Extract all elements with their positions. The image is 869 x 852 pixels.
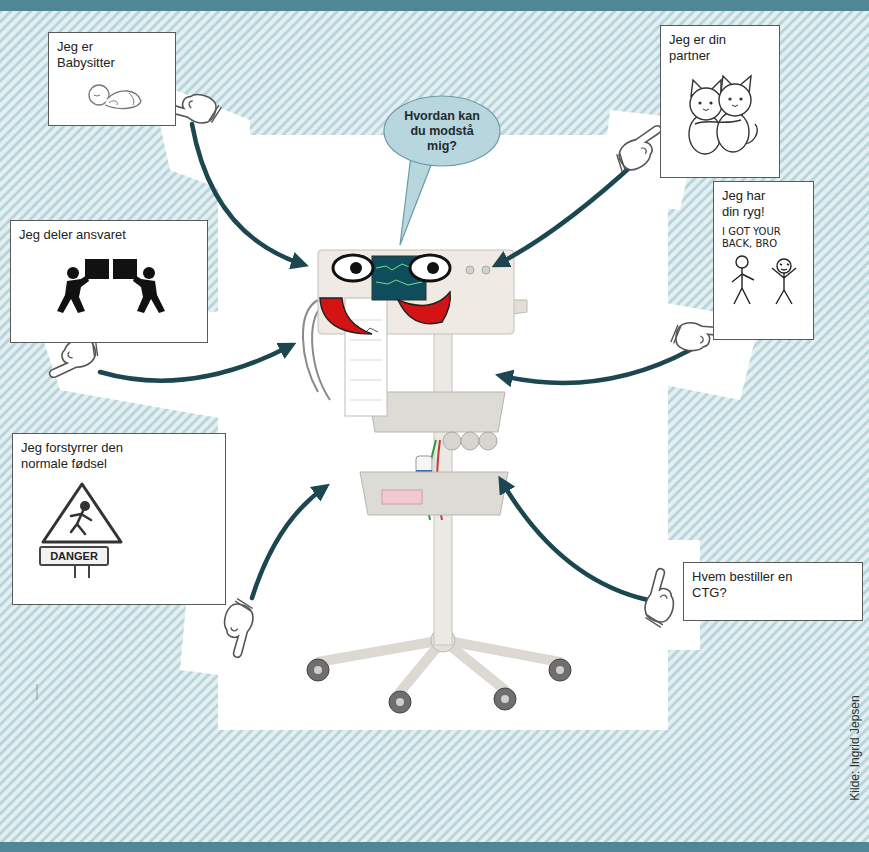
speech-text: I GOT YOUR BACK, BRO (722, 226, 807, 250)
callout-box: Jeg er din partner (660, 25, 780, 178)
source-label: Kilde: Ingrid Jepsen (847, 658, 863, 838)
bubble-tail (400, 153, 433, 245)
box-text: Jeg er Babysitter (57, 39, 137, 71)
callout-box: Jeg deler ansvaret (10, 220, 208, 343)
callout-box: Jeg er Babysitter (48, 32, 176, 126)
sign-post (37, 566, 127, 578)
box-text: Hvem bestiller en CTG? (692, 569, 822, 601)
baby-icon (79, 75, 149, 115)
speech-bubble: Hvordan kan du modstå mig? (383, 95, 501, 167)
callout-box: Jeg har din ryg! I GOT YOUR BACK, BRO (713, 181, 814, 340)
sign-text: DANGER (39, 546, 109, 566)
tick-mark (37, 684, 38, 700)
callout-box: Jeg forstyrrer den normale fødsel DANGER (12, 433, 226, 605)
ctg-machine (303, 250, 571, 713)
bubble-body (384, 96, 500, 166)
bottom-bar (0, 842, 869, 852)
carrying-people-icon (51, 255, 171, 315)
box-text: Hvordan kan du modstå mig? (398, 109, 486, 154)
top-bar (0, 0, 869, 11)
cats-icon (675, 68, 765, 160)
white-area (40, 80, 760, 730)
box-text: Jeg deler ansvaret (19, 227, 199, 243)
danger-triangle-icon (37, 480, 127, 546)
box-text: Jeg har din ryg! (722, 188, 782, 220)
box-text: Jeg forstyrrer den normale fødsel (21, 440, 171, 472)
stick-figures-icon (724, 252, 806, 308)
callout-box: Hvem bestiller en CTG? (683, 562, 863, 621)
box-text: Jeg er din partner (669, 32, 749, 64)
